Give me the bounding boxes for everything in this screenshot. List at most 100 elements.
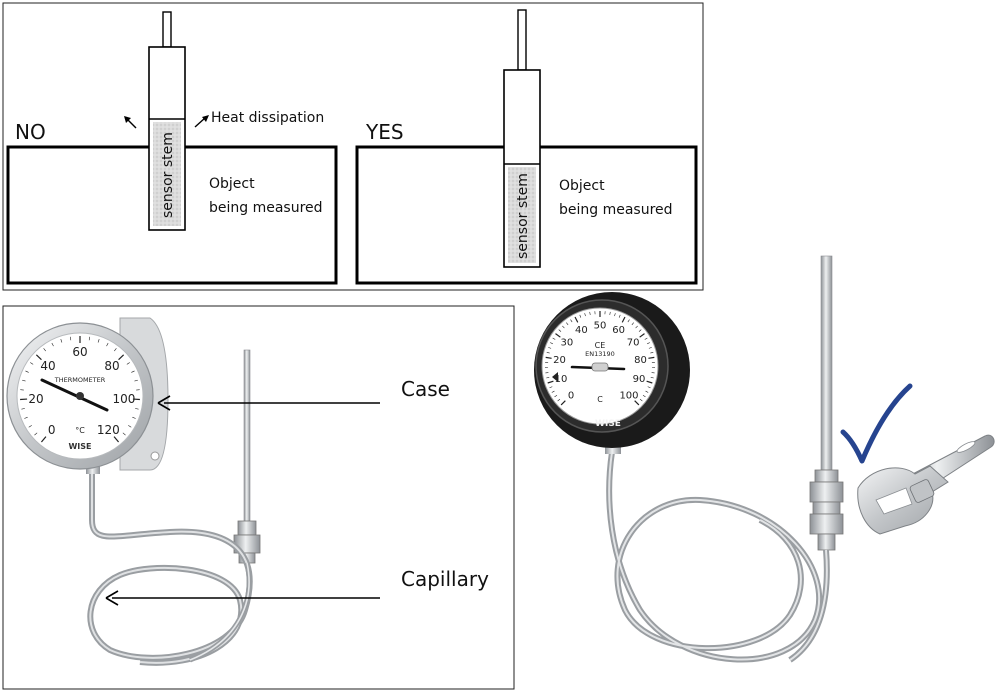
dial-tick-label: 10 <box>555 374 568 385</box>
dial-minor-tick <box>546 377 550 379</box>
dial-major-tick <box>118 354 125 361</box>
dial-tick-label: 20 <box>28 392 43 406</box>
heat-arrow-right <box>194 115 209 128</box>
dial-major-tick <box>113 436 120 443</box>
dial-minor-tick <box>618 314 621 318</box>
dial-major-tick <box>648 356 655 359</box>
dial-major-tick <box>40 436 47 443</box>
dial-minor-tick <box>25 370 29 373</box>
dial-minor-tick <box>122 432 126 436</box>
dial-minor-tick <box>642 394 646 398</box>
right-gauge-tick-marks <box>545 311 655 406</box>
dial-major-tick <box>639 333 645 338</box>
dial-minor-tick <box>22 379 26 382</box>
dial-minor-tick <box>584 313 586 317</box>
dial-minor-tick <box>639 398 643 402</box>
right-probe-stem <box>820 255 833 471</box>
dial-tick-label: 20 <box>553 355 566 366</box>
stem-label-right: sensor stem <box>515 173 531 259</box>
dial-tick-label: 70 <box>627 337 640 348</box>
dial-tick-label: 40 <box>40 359 55 373</box>
dial-minor-tick <box>609 311 611 315</box>
dial-major-tick <box>621 316 626 323</box>
dial-tick-label: 60 <box>612 325 625 336</box>
dial-major-tick <box>574 316 579 323</box>
left-gauge-unit: °C <box>75 426 85 435</box>
dial-major-tick <box>555 333 561 338</box>
dial-minor-tick <box>635 325 638 329</box>
right-gauge-brand: WISE <box>595 419 621 429</box>
stem-rod-right <box>517 9 527 71</box>
dial-minor-tick <box>106 342 109 347</box>
dial-minor-tick <box>566 322 569 326</box>
left-gauge-face-title: THERMOMETER <box>54 376 106 384</box>
heat-arrow-left <box>124 116 137 129</box>
dial-minor-tick <box>579 314 582 318</box>
top-panel: NO sensor stem Heat dissipation Object b… <box>2 2 704 291</box>
dial-minor-tick <box>30 362 34 365</box>
capillary-label: Capillary <box>401 567 489 591</box>
dial-minor-tick <box>126 362 130 365</box>
dial-minor-tick <box>570 319 573 323</box>
right-gauge-standard: EN13190 <box>585 350 615 358</box>
sensor-stem-right <box>508 167 536 263</box>
dial-tick-label: 100 <box>619 390 638 401</box>
object-label-right-2: being measured <box>559 202 673 218</box>
dial-minor-tick <box>28 425 32 428</box>
dial-minor-tick <box>128 425 132 428</box>
dial-minor-tick <box>548 347 552 349</box>
object-label-left-1: Object <box>209 176 255 192</box>
right-gauge-hub <box>591 362 609 372</box>
object-label-left-2: being measured <box>209 200 323 216</box>
dial-minor-tick <box>650 377 654 379</box>
dial-minor-tick <box>557 398 561 402</box>
dial-tick-label: 40 <box>575 325 588 336</box>
right-compression-fitting <box>809 469 844 551</box>
yes-label: YES <box>365 120 404 144</box>
capillary-callout: Capillary <box>105 567 489 606</box>
dial-tick-label: 30 <box>560 337 573 348</box>
dial-minor-tick <box>551 390 555 393</box>
stem-label-left: sensor stem <box>160 132 176 218</box>
dial-minor-tick <box>88 336 91 341</box>
dial-minor-tick <box>24 416 28 419</box>
dial-minor-tick <box>43 348 46 352</box>
dial-tick-label: 80 <box>634 355 647 366</box>
dial-minor-tick <box>550 342 554 345</box>
stem-rod-left <box>162 11 172 48</box>
dial-tick-label: 50 <box>594 321 607 332</box>
dial-minor-tick <box>97 339 100 343</box>
left-gauge-tick-marks <box>20 336 140 443</box>
dial-minor-tick <box>554 394 558 398</box>
dial-minor-tick <box>546 352 550 354</box>
no-diagram: NO sensor stem Heat dissipation Object b… <box>6 11 338 285</box>
right-capillary-coil <box>606 451 830 663</box>
dial-major-tick <box>560 400 566 406</box>
wrench-icon <box>857 434 995 535</box>
bracket-hole <box>150 451 160 461</box>
dial-minor-tick <box>638 329 642 332</box>
dial-minor-tick <box>646 342 650 345</box>
dial-tick-label: 0 <box>48 423 56 437</box>
case-label: Case <box>401 377 450 401</box>
sensor-stem-left <box>153 122 181 226</box>
left-gauge-hub <box>76 392 84 400</box>
object-label-right-1: Object <box>559 178 605 194</box>
dial-tick-label: 60 <box>72 345 87 359</box>
dial-minor-tick <box>631 322 634 326</box>
left-gauge-brand: WISE <box>68 442 91 451</box>
dial-minor-tick <box>135 408 139 410</box>
dial-tick-label: 100 <box>112 392 135 406</box>
dial-minor-tick <box>114 348 117 352</box>
left-gauge-pointer <box>40 378 109 412</box>
no-label: NO <box>15 120 46 144</box>
dial-minor-tick <box>132 416 136 419</box>
dial-major-tick <box>646 380 653 384</box>
dial-minor-tick <box>650 352 654 354</box>
dial-tick-label: 90 <box>633 374 646 385</box>
dial-minor-tick <box>134 379 138 382</box>
